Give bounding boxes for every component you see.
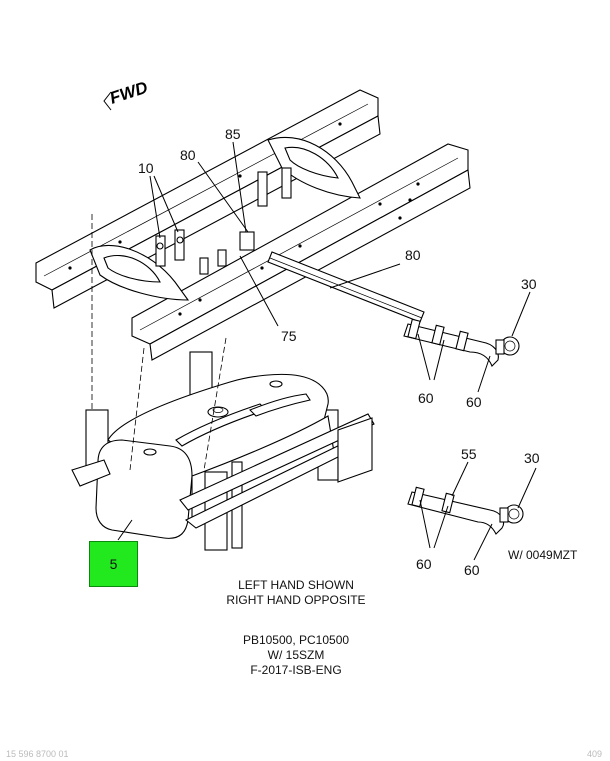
fwd-label: FWD bbox=[107, 78, 150, 108]
footer-page-number: 409 bbox=[586, 749, 602, 759]
frame-rails bbox=[35, 89, 471, 361]
orientation-note-line-2: RIGHT HAND OPPOSITE bbox=[226, 593, 365, 607]
lower-hose-assembly bbox=[407, 486, 524, 535]
callout-80-right: 80 bbox=[405, 247, 421, 263]
callout-55: 55 bbox=[461, 446, 477, 462]
callout-60-d: 60 bbox=[464, 562, 480, 578]
fuel-tank bbox=[71, 351, 375, 551]
forward-arrow-icon bbox=[103, 91, 112, 111]
callout-80-top: 80 bbox=[180, 147, 196, 163]
alignment-lines bbox=[91, 214, 227, 471]
leader-lines bbox=[117, 141, 537, 561]
callout-75: 75 bbox=[281, 328, 297, 344]
part-5-label: 5 bbox=[109, 556, 118, 572]
callout-60-c: 60 bbox=[416, 556, 432, 572]
footer-part-number: 15 596 8700 01 bbox=[6, 749, 69, 759]
applicability-line-3: F-2017-ISB-ENG bbox=[250, 663, 341, 677]
callout-60-a: 60 bbox=[418, 390, 434, 406]
tank-brackets bbox=[155, 167, 292, 275]
upper-hose-assembly bbox=[403, 318, 520, 367]
fuel-line bbox=[267, 251, 425, 323]
applicability-line-1: PB10500, PC10500 bbox=[243, 633, 349, 647]
callout-60-b: 60 bbox=[466, 394, 482, 410]
callout-30-top: 30 bbox=[521, 276, 537, 292]
orientation-note-line-1: LEFT HAND SHOWN bbox=[238, 578, 354, 592]
applicability-line-2: W/ 15SZM bbox=[268, 648, 325, 662]
part-5-hotspot-button[interactable]: 5 bbox=[89, 541, 138, 587]
callout-85: 85 bbox=[225, 126, 241, 142]
callout-30-bottom: 30 bbox=[524, 450, 540, 466]
callout-10: 10 bbox=[138, 160, 154, 176]
variant-label: W/ 0049MZT bbox=[508, 548, 578, 562]
